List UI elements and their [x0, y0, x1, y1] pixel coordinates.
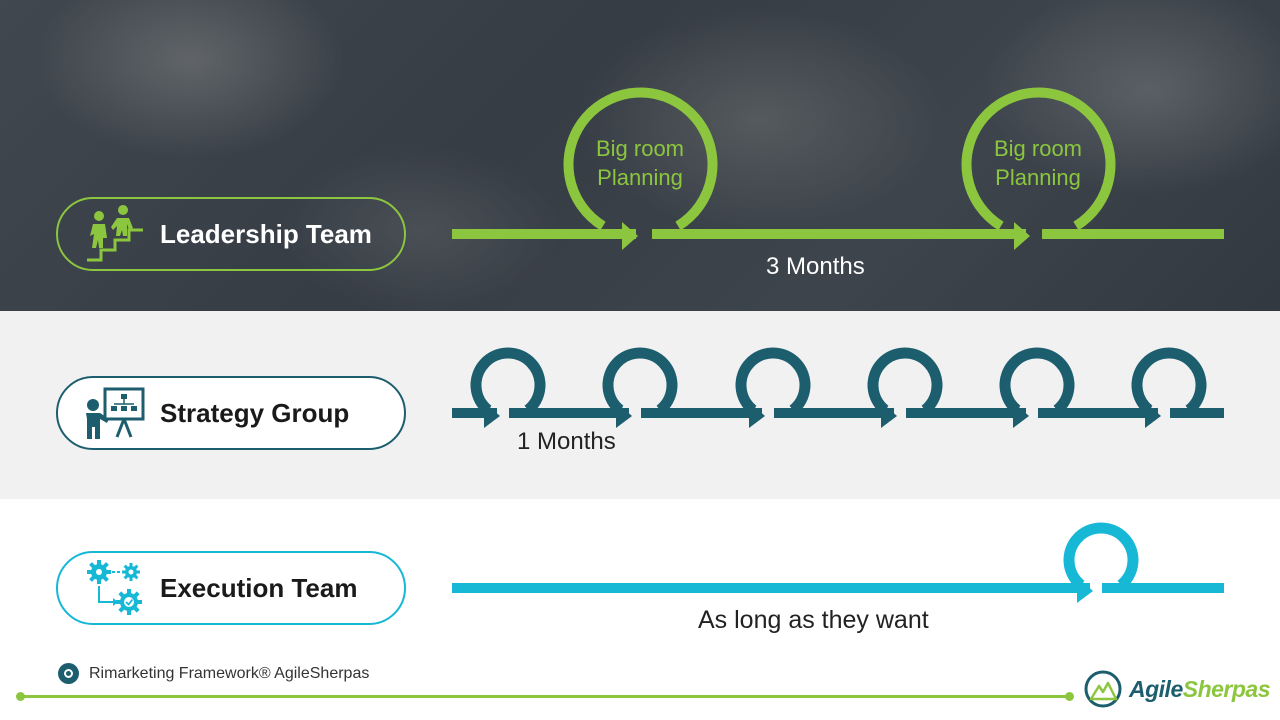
big-room-planning-line-1: Big room [595, 136, 685, 161]
strategy-cadence-label: 1 Months [517, 428, 616, 455]
big-room-planning-label-1: Big room Planning [560, 134, 720, 192]
strategy-loop-2 [602, 347, 678, 428]
climbing-stairs-icon [82, 201, 148, 267]
leadership-cadence-label: 3 Months [766, 253, 865, 280]
big-room-planning-label-2: Big room Planning [958, 134, 1118, 192]
strategy-loop-5 [999, 347, 1075, 428]
mountain-logo-icon [1084, 670, 1122, 708]
leadership-loop-1 [563, 87, 718, 231]
execution-team-pill: Execution Team [56, 551, 406, 625]
strategy-loop-1 [470, 347, 546, 428]
brand-wordmark-part1: Agile [1129, 675, 1183, 702]
footer-bullet-icon [58, 663, 79, 684]
footer-divider [16, 692, 1074, 701]
leadership-team-label: Leadership Team [160, 218, 372, 249]
agilesherpas-logo: AgileSherpas [1083, 667, 1271, 711]
leadership-band-photo-background [0, 0, 1280, 311]
execution-team-label: Execution Team [160, 572, 358, 603]
strategy-loop-4 [867, 347, 943, 428]
leadership-arrow-1 [622, 222, 638, 250]
workflow-gears-icon [82, 555, 148, 621]
strategy-loop-3 [735, 347, 811, 428]
presentation-board-icon [82, 380, 148, 446]
leadership-team-pill: Leadership Team [56, 197, 406, 271]
brand-wordmark-part2: Sherpas [1182, 675, 1271, 702]
strategy-group-label: Strategy Group [160, 397, 350, 428]
big-room-planning-line-1: Big room [993, 136, 1083, 161]
big-room-planning-line-2: Planning [995, 165, 1081, 190]
leadership-timeline [452, 87, 1224, 250]
strategy-group-pill: Strategy Group [56, 376, 406, 450]
execution-cadence-label: As long as they want [698, 606, 929, 634]
execution-timeline [452, 522, 1224, 603]
big-room-planning-line-2: Planning [597, 165, 683, 190]
brand-wordmark: AgileSherpas [1129, 675, 1271, 703]
footer-credit-text: Rimarketing Framework® AgileSherpas [89, 665, 370, 682]
leadership-arrow-2 [1014, 222, 1030, 250]
leadership-loop-2 [961, 87, 1116, 231]
strategy-timeline [452, 347, 1224, 428]
strategy-loop-6 [1131, 347, 1207, 428]
execution-loop [1063, 522, 1139, 603]
